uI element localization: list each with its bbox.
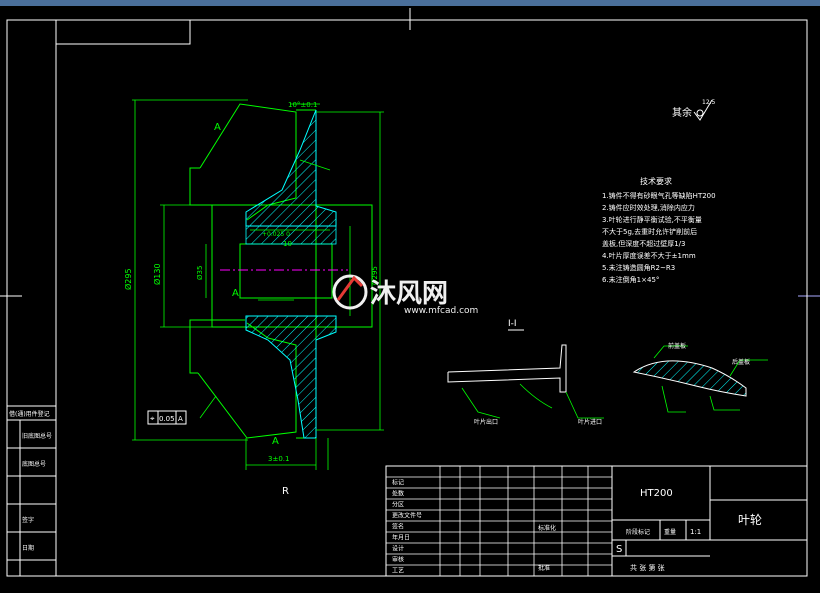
- tolerance-datum: A: [178, 415, 183, 423]
- dim-top: 10°±0.1: [288, 101, 317, 109]
- detail-2-dims: [653, 345, 768, 413]
- tech-req-line-7: 6.未注倒角1×45°: [602, 275, 659, 284]
- tech-req-line-4: 盖板,但深度不超过壁厚1/3: [602, 239, 686, 248]
- stage-label: 阶段标记: [626, 528, 650, 536]
- watermark-brand: 沐风网: [370, 279, 448, 309]
- upper-hub-hatch: [245, 225, 337, 245]
- detail-label: I-I: [508, 319, 517, 329]
- detail-1-dims: [461, 383, 604, 419]
- dim-hub: Ø130: [152, 263, 162, 285]
- datum-a-lower: A: [272, 436, 279, 447]
- technical-requirements: 技术要求 1.铸件不得有砂眼气孔等缺陷HT200 2.铸件应时效处理,消除内应力…: [602, 176, 716, 284]
- tolerance-value: 0.05: [159, 415, 175, 423]
- detail-note-1: 叶片进口: [578, 418, 602, 426]
- title-block-grid: [386, 466, 612, 576]
- dim-bore: Ø35: [196, 266, 204, 280]
- detail-2: [632, 360, 747, 397]
- approve: 批准: [538, 564, 550, 572]
- detail-views: I-I 叶片出口 叶片进口 前盖板 后盖板: [447, 319, 768, 426]
- title-block-row-label: 审核: [392, 556, 404, 564]
- top-left-code-box: [55, 19, 191, 45]
- dim-right: Ø295: [371, 266, 379, 285]
- tech-req-line-2: 3.叶轮进行静平衡试验,不平衡量: [602, 215, 702, 224]
- scale-value: 1:1: [690, 528, 701, 536]
- standardization: 标准化: [538, 524, 556, 532]
- tolerance-frame: ⌖ 0.05 A: [147, 410, 187, 425]
- detail-1: [447, 344, 567, 393]
- side-label-3: 签字: [22, 516, 34, 524]
- side-block: [6, 405, 57, 577]
- tolerance-symbol: ⌖: [150, 414, 155, 423]
- title-block-row-label: 签名: [392, 523, 404, 531]
- side-label-4: 日期: [22, 544, 34, 552]
- title-block-row-label: 分区: [392, 501, 404, 509]
- title-block-row-label: 工艺: [392, 567, 404, 575]
- impeller-section: [189, 103, 373, 439]
- side-label-2: 底图总号: [22, 460, 46, 468]
- side-label-0: 借(通)用件登记: [9, 410, 50, 418]
- watermark: 沐风网 www.mfcad.com: [332, 274, 478, 316]
- roughness-value: 12.5: [702, 99, 716, 106]
- section-label: R: [282, 486, 289, 497]
- part-name: 叶轮: [738, 513, 762, 527]
- weight-label: 重量: [664, 528, 676, 536]
- roughness-note-text: 其余: [672, 106, 692, 119]
- tech-req-line-3: 不大于5g,去重时允许铲削前后: [602, 227, 697, 236]
- title-block-row-label: 标记: [392, 479, 404, 487]
- dim-bore-tol: +0.025 0: [262, 231, 290, 238]
- title-block-row-label: 更改文件号: [392, 512, 422, 520]
- lower-outer-curve: [189, 319, 245, 374]
- tech-req-line-1: 2.铸件应时效处理,消除内应力: [602, 203, 695, 212]
- side-label-1: 旧底图总号: [22, 432, 52, 440]
- tech-req-line-6: 5.未注铸造圆角R2~R3: [602, 263, 675, 272]
- title-block-row-label: 年月日: [392, 534, 410, 542]
- tech-req-title: 技术要求: [640, 176, 672, 186]
- upper-outer-curve: [189, 167, 245, 206]
- sheet-info: 共 张 第 张: [630, 563, 665, 572]
- title-block-row-label: 设计: [392, 545, 404, 553]
- roughness-note: 其余 12.5: [672, 99, 716, 121]
- dim-bottom: 3±0.1: [268, 455, 289, 463]
- window-frame-top: [0, 0, 820, 6]
- datum-a-mid: A: [232, 288, 239, 299]
- dim-keyway: 10: [283, 240, 292, 248]
- title-block-row-label: 处数: [392, 490, 404, 498]
- upper-hatch: [245, 109, 337, 227]
- dimension-lines: [132, 99, 384, 470]
- watermark-url: www.mfcad.com: [404, 306, 478, 316]
- lower-hatch: [245, 315, 337, 439]
- detail-note-0: 叶片出口: [474, 418, 498, 426]
- watermark-logo-icon: [332, 274, 368, 310]
- material: HT200: [640, 488, 673, 499]
- dim-overall-height: Ø295: [123, 268, 133, 290]
- datum-a-upper: A: [214, 122, 221, 133]
- bore-outline: [239, 243, 333, 299]
- stage-mark: S: [616, 544, 622, 555]
- detail-note-3: 后盖板: [732, 358, 750, 366]
- detail-note-2: 前盖板: [668, 342, 686, 350]
- tech-req-line-0: 1.铸件不得有砂眼气孔等缺陷HT200: [602, 191, 716, 200]
- tech-req-line-5: 4.叶片厚度误差不大于±1mm: [602, 251, 696, 260]
